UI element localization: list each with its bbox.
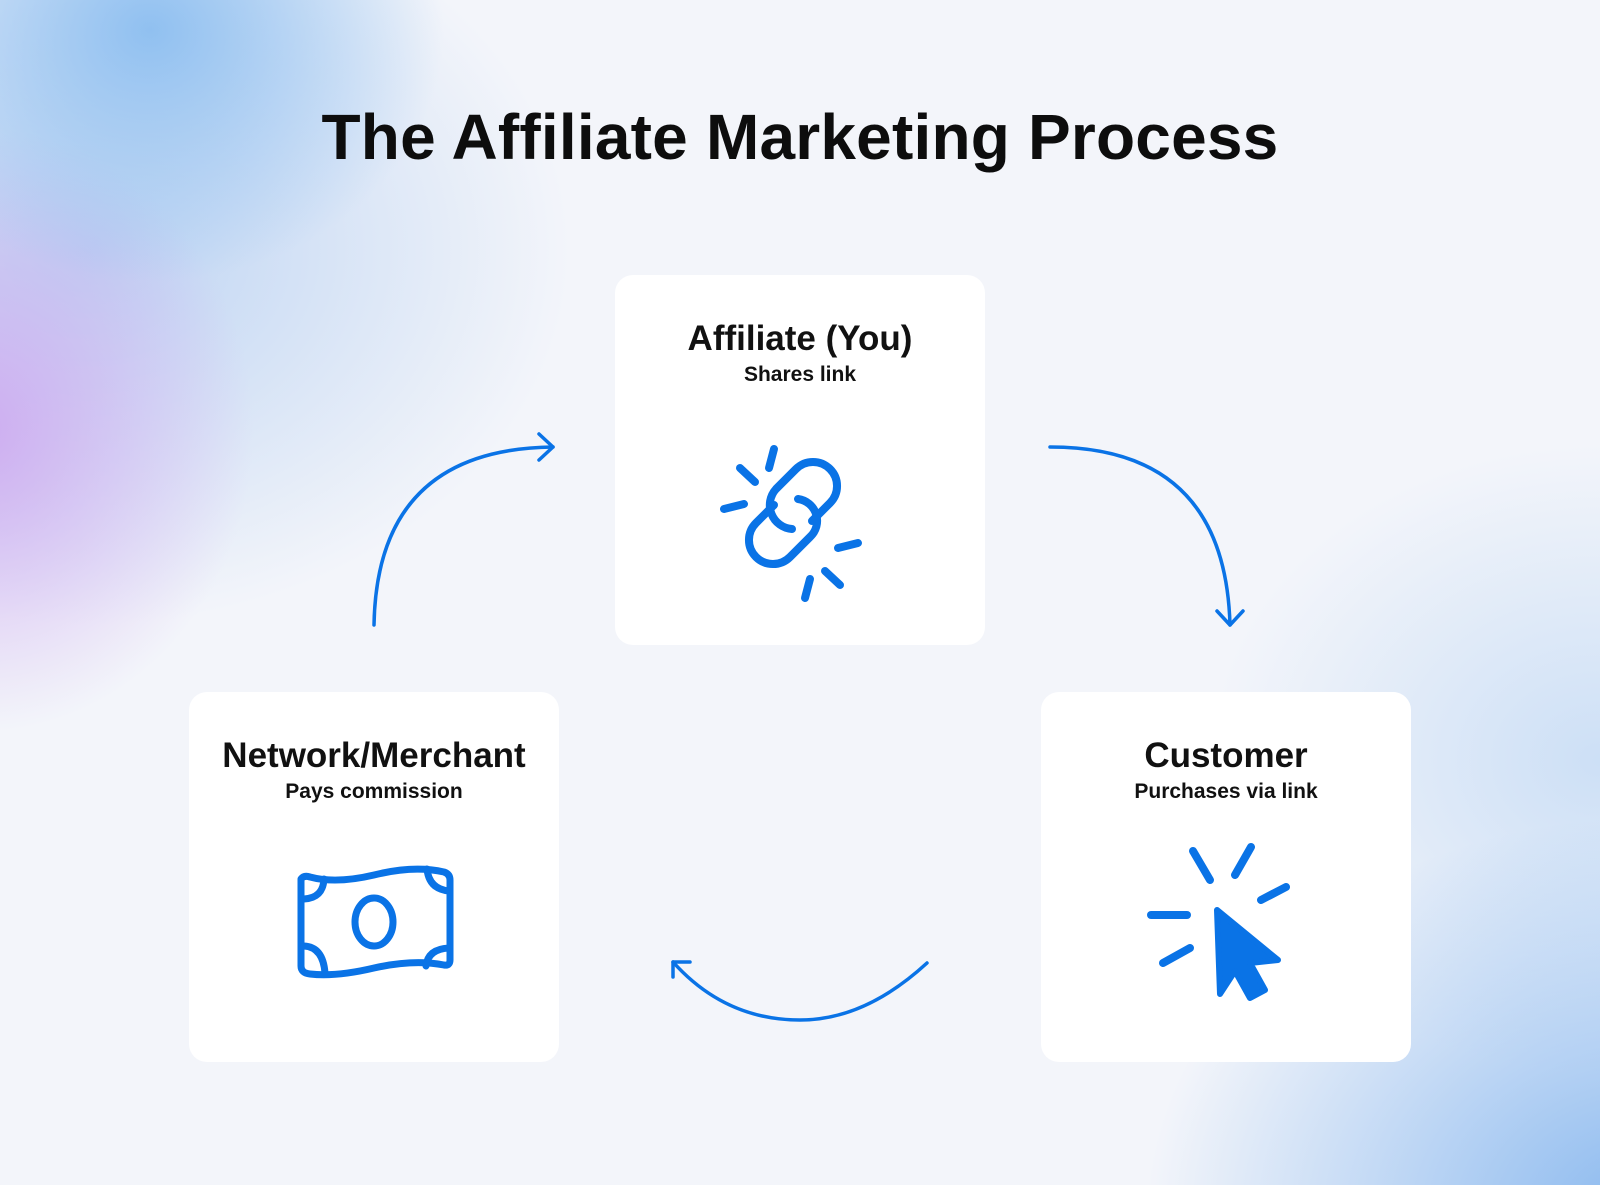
flow-arrow-customer-to-network (671, 960, 929, 1022)
diagram-title: The Affiliate Marketing Process (321, 101, 1279, 173)
node-title: Customer (1144, 736, 1308, 775)
node-network-card: Network/Merchant Pays commission (189, 692, 559, 1062)
node-affiliate-card: Affiliate (You) Shares link (615, 275, 985, 645)
flow-arrow-affiliate-to-customer (1048, 445, 1245, 627)
clicking-cursor-icon (1147, 843, 1290, 1001)
node-subtitle: Purchases via link (1134, 780, 1318, 803)
broken-chain-link-icon (720, 445, 862, 602)
node-title: Affiliate (You) (687, 319, 913, 358)
node-subtitle: Shares link (743, 363, 857, 386)
node-title: Network/Merchant (222, 736, 526, 775)
flow-arrow-network-to-affiliate (372, 432, 555, 627)
money-bill-icon (297, 865, 454, 979)
node-customer-card: Customer Purchases via link (1041, 692, 1411, 1062)
node-subtitle: Pays commission (285, 780, 463, 803)
